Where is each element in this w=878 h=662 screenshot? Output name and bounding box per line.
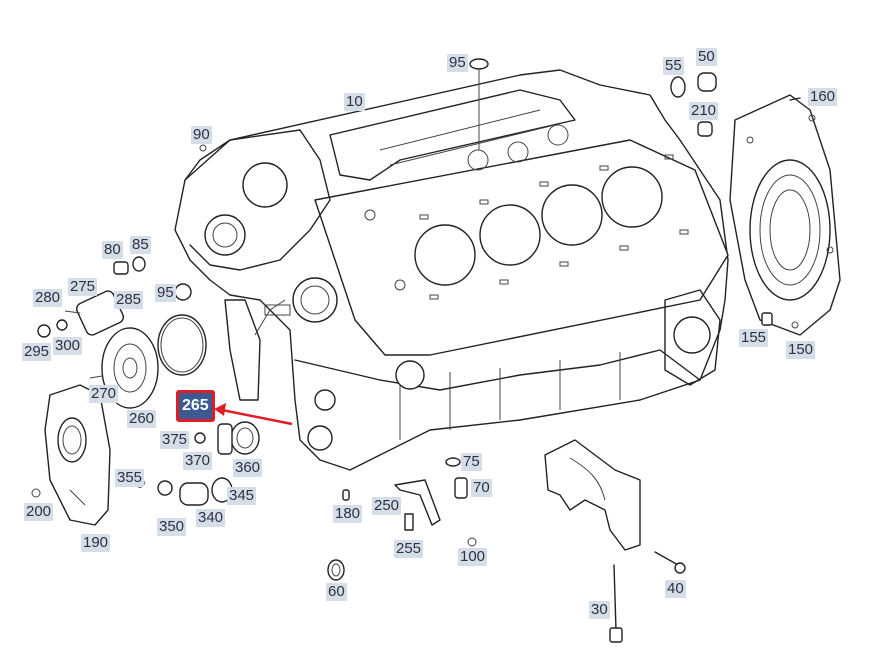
part-label-150[interactable]: 150 (786, 341, 816, 359)
part-label-285[interactable]: 285 (114, 291, 144, 309)
part-label-270[interactable]: 270 (89, 385, 119, 403)
part-label-55[interactable]: 55 (663, 57, 684, 75)
part-label-100[interactable]: 100 (458, 548, 488, 566)
part-label-190[interactable]: 190 (81, 534, 111, 552)
part-label-375[interactable]: 375 (160, 431, 190, 449)
rear-cover (729, 94, 841, 336)
part-label-300[interactable]: 300 (53, 337, 83, 355)
small-parts-top (199, 58, 801, 152)
part-label-70[interactable]: 70 (471, 479, 492, 497)
part-label-95-top[interactable]: 95 (447, 54, 468, 72)
part-label-350[interactable]: 350 (157, 518, 187, 536)
part-label-355[interactable]: 355 (115, 469, 145, 487)
part-label-340[interactable]: 340 (196, 509, 226, 527)
part-label-370[interactable]: 370 (183, 452, 213, 470)
part-label-360[interactable]: 360 (233, 459, 263, 477)
part-label-75[interactable]: 75 (461, 453, 482, 471)
part-label-80[interactable]: 80 (102, 241, 123, 259)
part-label-250[interactable]: 250 (372, 497, 402, 515)
part-label-255[interactable]: 255 (394, 540, 424, 558)
highlight-leader (214, 403, 293, 426)
part-label-40[interactable]: 40 (665, 580, 686, 598)
part-label-85[interactable]: 85 (130, 236, 151, 254)
part-label-210[interactable]: 210 (689, 102, 719, 120)
part-label-265-highlighted[interactable]: 265 (176, 390, 215, 422)
part-label-10[interactable]: 10 (344, 93, 365, 111)
part-label-90[interactable]: 90 (191, 126, 212, 144)
part-label-180[interactable]: 180 (333, 505, 363, 523)
small-parts-left (37, 256, 207, 409)
part-label-275[interactable]: 275 (68, 278, 98, 296)
rear-seal-155 (761, 312, 773, 326)
part-label-260[interactable]: 260 (127, 410, 157, 428)
small-parts-bottom (327, 439, 686, 643)
part-label-155[interactable]: 155 (739, 329, 769, 347)
part-label-295[interactable]: 295 (22, 343, 52, 361)
part-label-200[interactable]: 200 (24, 503, 54, 521)
part-label-160[interactable]: 160 (808, 88, 838, 106)
front-cover (31, 384, 111, 526)
part-label-60[interactable]: 60 (326, 583, 347, 601)
part-label-95-left[interactable]: 95 (155, 284, 176, 302)
part-label-50[interactable]: 50 (696, 48, 717, 66)
part-label-30[interactable]: 30 (589, 601, 610, 619)
engine-block (174, 69, 729, 471)
part-label-345[interactable]: 345 (227, 487, 257, 505)
part-label-280[interactable]: 280 (33, 289, 63, 307)
